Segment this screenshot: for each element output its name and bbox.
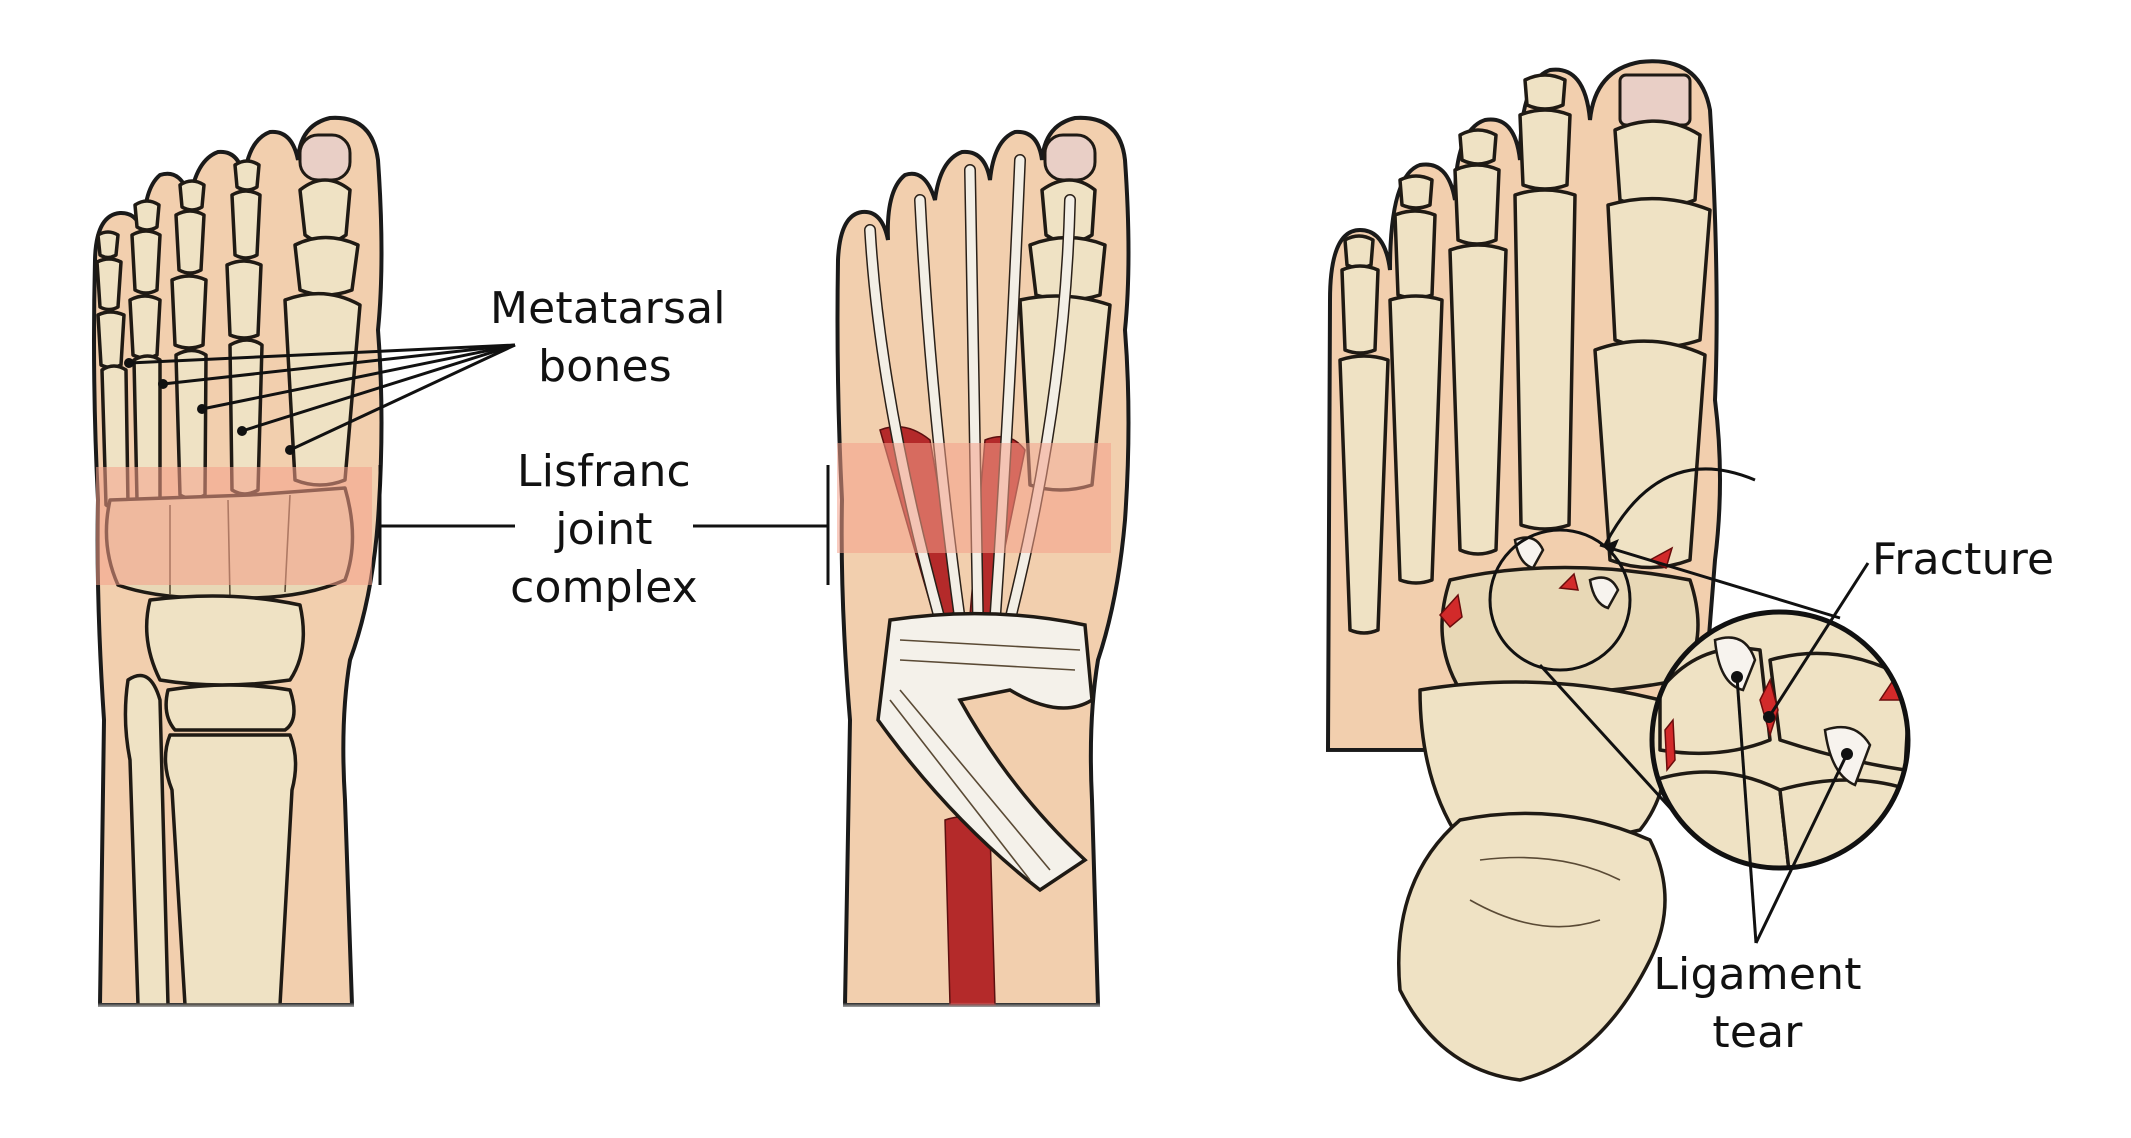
lisfranc-label-line2: joint bbox=[555, 504, 653, 555]
foot-tendons-panel bbox=[835, 115, 1131, 1010]
injury-foot-bones bbox=[1338, 73, 1712, 635]
foot-bones-panel bbox=[90, 115, 516, 1010]
tibia-fibula bbox=[123, 673, 298, 1007]
fracture-label-line1: Fracture bbox=[1872, 534, 2055, 585]
toe-bones bbox=[95, 133, 360, 370]
metatarsal-label-line2: bones bbox=[538, 341, 672, 392]
foot-injury-panel bbox=[1320, 59, 1911, 1082]
metatarsal-label-line1: Metatarsal bbox=[490, 283, 726, 334]
extensor-retinaculum bbox=[876, 611, 1094, 893]
fracture-leader bbox=[1767, 562, 1870, 718]
ligament-label-line1: Ligament bbox=[1653, 949, 1862, 1000]
lisfranc-label-line1: Lisfranc bbox=[517, 446, 691, 497]
extensor-tendons bbox=[864, 154, 1076, 626]
lisfranc-highlight-band-2 bbox=[837, 443, 1111, 553]
fracture-label: Fracture bbox=[1872, 531, 2054, 589]
lisfranc-bracket bbox=[378, 465, 830, 585]
ligament-leader-lines bbox=[1731, 671, 1853, 944]
injury-tarsal-bones bbox=[1397, 467, 1756, 1082]
lisfranc-highlight-band-1 bbox=[96, 467, 372, 585]
ligament-tear-label: Ligament tear bbox=[1650, 946, 1865, 1062]
lisfranc-joint-complex-label: Lisfranc joint complex bbox=[504, 443, 704, 617]
metatarsal-leader-lines bbox=[124, 343, 516, 455]
metatarsal-bones-label: Metatarsal bones bbox=[490, 280, 726, 396]
fracture-mark bbox=[1439, 593, 1463, 629]
lisfranc-label-line3: complex bbox=[510, 562, 698, 613]
magnified-inset bbox=[1649, 609, 1911, 871]
ligament-label-line2: tear bbox=[1712, 1007, 1803, 1058]
